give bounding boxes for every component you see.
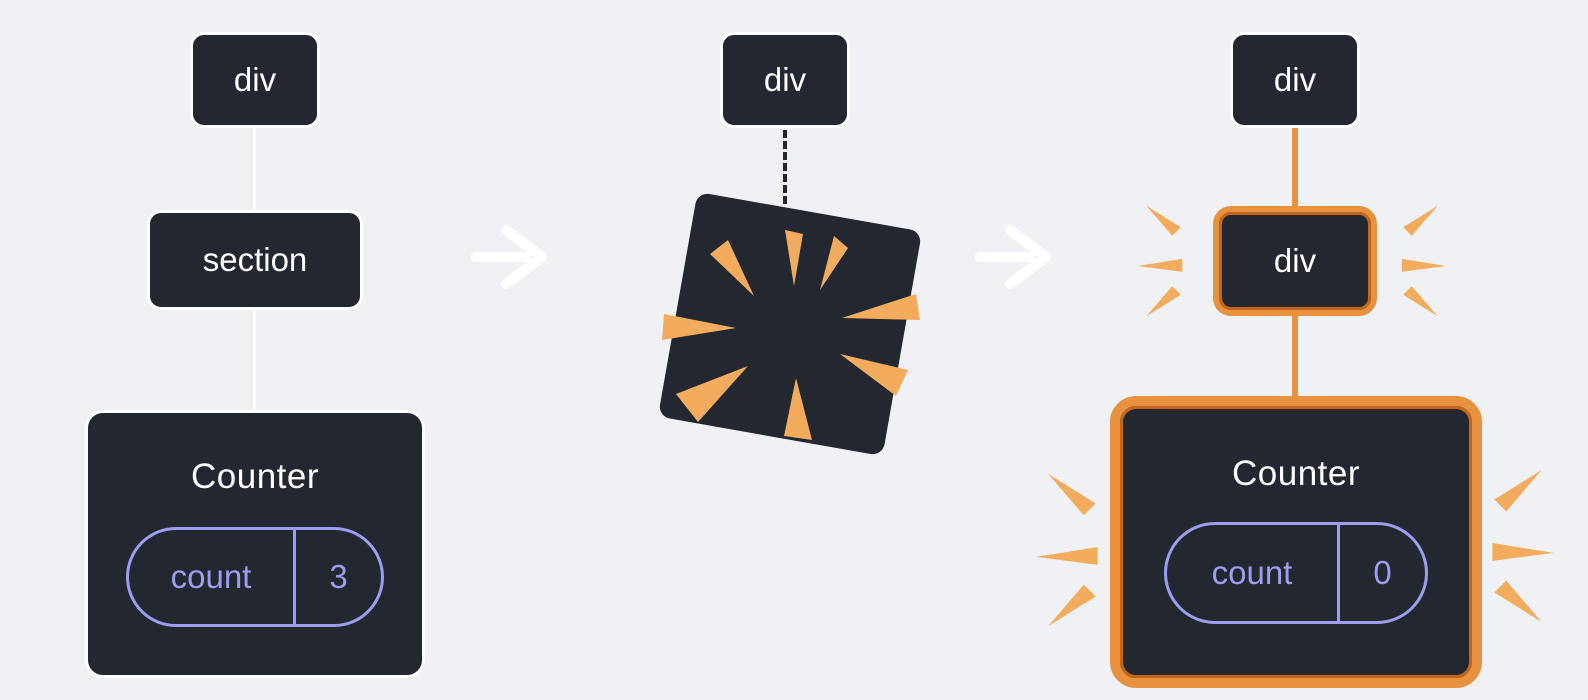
before-counter-card: Counter count 3 xyxy=(85,410,425,678)
after-child-label: div xyxy=(1273,242,1317,279)
before-root-label: div xyxy=(233,61,277,98)
transition-root-label: div xyxy=(763,61,807,98)
before-state-value: 3 xyxy=(293,530,381,624)
after-counter-card-highlighted: Counter count 0 xyxy=(1110,396,1482,688)
after-child-node-highlighted: div xyxy=(1213,206,1377,316)
transition-dashed-connector xyxy=(783,130,787,204)
after-connector-child-component xyxy=(1292,316,1298,396)
arrow-right-icon xyxy=(471,225,547,289)
after-root-label: div xyxy=(1273,61,1317,98)
after-state-value: 0 xyxy=(1337,525,1425,621)
before-counter-title: Counter xyxy=(190,457,320,496)
before-child-label: section xyxy=(202,241,308,278)
after-counter-title: Counter xyxy=(1231,454,1361,493)
transition-root-node: div xyxy=(720,32,850,128)
sparkle-burst-icon xyxy=(1137,205,1183,317)
before-state-pill: count 3 xyxy=(126,527,384,627)
before-root-node: div xyxy=(190,32,320,128)
arrow-right-icon xyxy=(975,225,1051,289)
before-state-key: count xyxy=(170,558,252,595)
sparkle-burst-icon xyxy=(1492,469,1554,623)
after-state-pill: count 0 xyxy=(1164,522,1428,624)
after-connector-root-child xyxy=(1292,128,1298,208)
after-root-node: div xyxy=(1230,32,1360,128)
poof-explosion-icon xyxy=(659,193,921,455)
sparkle-burst-icon xyxy=(1036,473,1098,627)
after-state-key: count xyxy=(1211,554,1293,591)
sparkle-burst-icon xyxy=(1401,205,1447,317)
before-connector-child-component xyxy=(253,310,256,410)
before-child-node: section xyxy=(147,210,363,310)
before-connector-root-child xyxy=(253,128,256,212)
